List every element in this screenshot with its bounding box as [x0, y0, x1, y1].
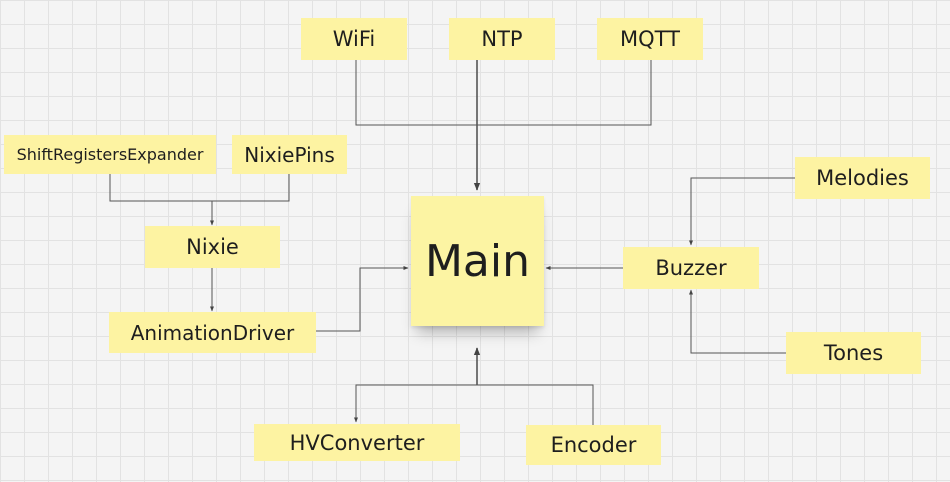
- node-animation-driver-label: AnimationDriver: [130, 320, 295, 345]
- node-melodies-label: Melodies: [816, 166, 909, 190]
- node-shift-registers-expander[interactable]: ShiftRegistersExpander: [4, 135, 216, 174]
- connector-melodies-buzzer: [689, 177, 795, 246]
- node-buzzer[interactable]: Buzzer: [623, 247, 759, 289]
- node-nixie[interactable]: Nixie: [145, 226, 280, 268]
- node-tones-label: Tones: [823, 341, 884, 365]
- node-main[interactable]: Main: [411, 196, 544, 326]
- connector-mqtt-main: [477, 60, 652, 126]
- node-nixie-pins[interactable]: NixiePins: [232, 135, 347, 174]
- connector-wifi-main: [355, 60, 477, 126]
- connector-tones-buzzer: [689, 289, 786, 354]
- node-mqtt[interactable]: MQTT: [597, 18, 703, 60]
- connector-shift-registers-nixie: [109, 174, 212, 202]
- node-hv-converter-label: HVConverter: [289, 430, 425, 455]
- node-nixie-pins-label: NixiePins: [244, 142, 335, 167]
- node-nixie-label: Nixie: [186, 235, 239, 259]
- node-animation-driver[interactable]: AnimationDriver: [109, 312, 316, 353]
- node-hv-converter[interactable]: HVConverter: [254, 424, 460, 461]
- node-mqtt-label: MQTT: [620, 27, 680, 51]
- connector-encoder-main: [477, 384, 594, 425]
- node-wifi-label: WiFi: [332, 27, 376, 51]
- connector-nixie-pins-nixie: [212, 174, 290, 202]
- node-wifi[interactable]: WiFi: [301, 18, 407, 60]
- node-ntp-label: NTP: [481, 27, 523, 51]
- node-tones[interactable]: Tones: [786, 332, 921, 374]
- node-buzzer-label: Buzzer: [655, 256, 727, 280]
- node-ntp[interactable]: NTP: [449, 18, 555, 60]
- connector-main-hvconverter: [354, 384, 477, 423]
- node-encoder[interactable]: Encoder: [526, 425, 661, 465]
- node-main-label: Main: [424, 235, 531, 287]
- node-melodies[interactable]: Melodies: [795, 157, 930, 199]
- connector-animation-driver-main: [316, 266, 409, 332]
- node-encoder-label: Encoder: [550, 433, 637, 457]
- node-shift-registers-expander-label: ShiftRegistersExpander: [16, 145, 204, 164]
